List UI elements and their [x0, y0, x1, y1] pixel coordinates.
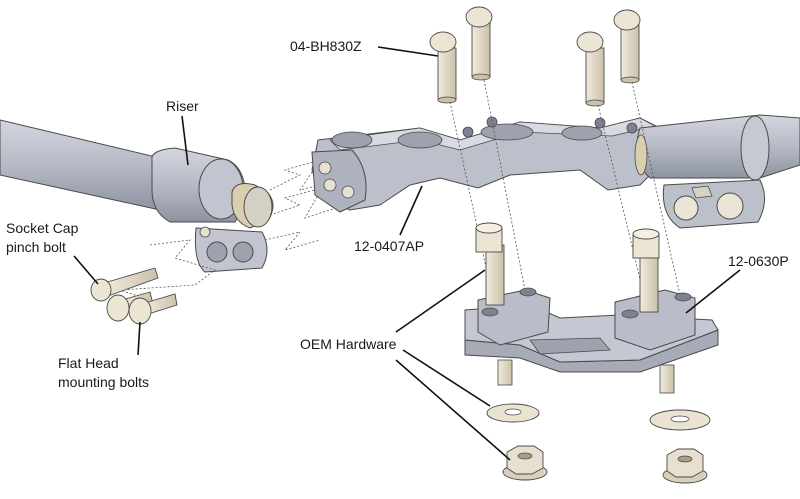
flange-nut: [662, 448, 708, 484]
label-clamp-bracket: 12-0407AP: [354, 238, 424, 254]
label-oem-hardware: OEM Hardware: [300, 336, 397, 352]
callout-labels: Riser 04-BH830Z Socket Cap pinch bolt 12…: [6, 38, 789, 390]
clamp-bracket-12-0407AP: [311, 116, 661, 213]
left-handlebar: [0, 119, 161, 211]
flat-head-bolt: [128, 293, 178, 325]
oem-socket-bolt: [632, 228, 675, 394]
leader-clamp-bracket: [399, 185, 423, 236]
washer: [649, 409, 711, 431]
washer: [486, 403, 540, 423]
leader-socket-cap: [73, 255, 99, 285]
label-button-head-bolts: 04-BH830Z: [290, 38, 362, 54]
leader-lines: [73, 46, 741, 461]
label-socket-cap-line1: Socket Cap: [6, 220, 79, 236]
leader-oem-nut: [395, 359, 511, 461]
button-head-bolt: [576, 31, 605, 107]
leader-riser: [181, 115, 189, 166]
right-clamp-block: [662, 179, 765, 229]
socket-cap-pinch-bolt: [90, 267, 159, 302]
oem-socket-bolts: [475, 222, 675, 394]
label-socket-cap-line2: pinch bolt: [6, 239, 66, 255]
oem-washers: [486, 403, 711, 431]
button-head-bolt: [465, 6, 493, 81]
label-flat-head-line1: Flat Head: [58, 355, 119, 371]
label-flat-head-line2: mounting bolts: [58, 374, 149, 390]
flange-nut: [502, 445, 548, 481]
oem-socket-bolt: [475, 222, 513, 386]
label-riser: Riser: [166, 98, 199, 114]
right-handlebar: [634, 114, 800, 181]
button-head-bolts: [429, 6, 641, 107]
button-head-bolt: [429, 31, 457, 104]
button-head-bolt: [613, 9, 641, 84]
leader-button-head-bolts: [377, 46, 439, 57]
label-lower-bracket: 12-0630P: [728, 253, 789, 269]
riser-part: [151, 147, 274, 273]
leader-lower-bracket: [685, 269, 741, 314]
oem-nuts: [502, 445, 708, 484]
leader-oem-washer: [402, 349, 491, 407]
leader-oem-bolt: [395, 269, 486, 333]
leader-flat-head: [137, 321, 141, 356]
flat-head-mounting-bolts: [106, 291, 178, 325]
